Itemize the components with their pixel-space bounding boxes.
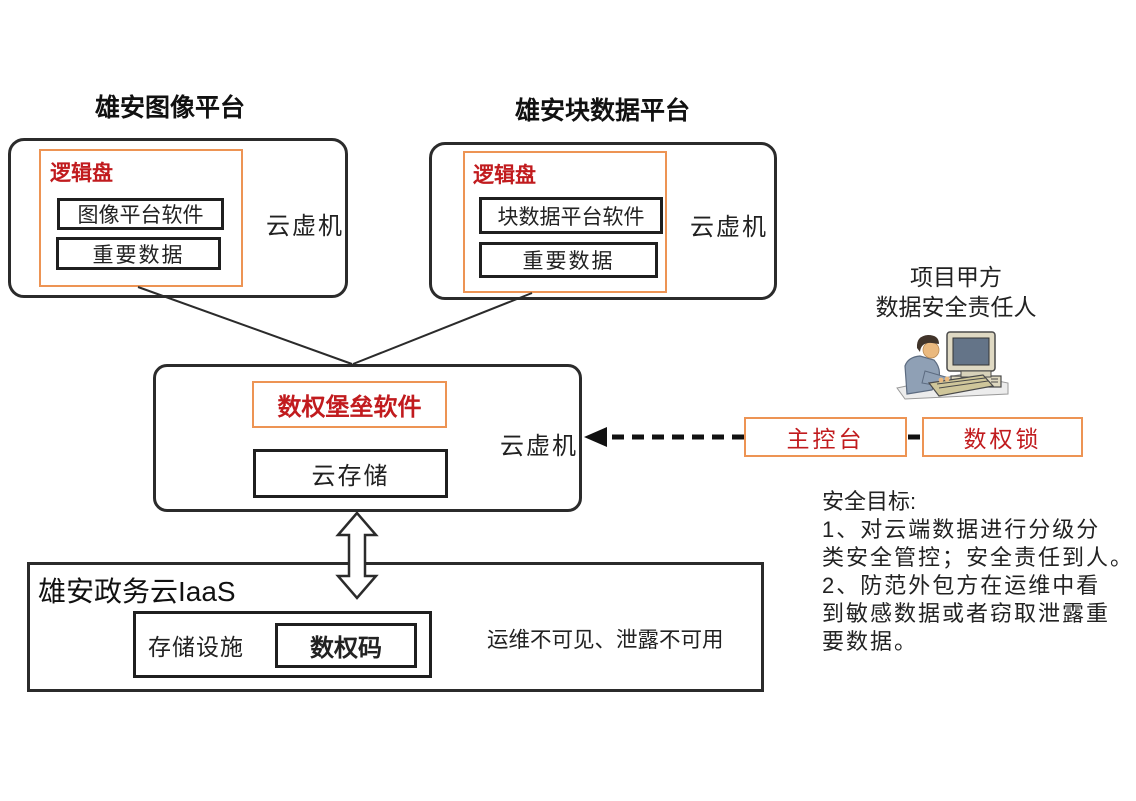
- security-goals-heading: 安全目标:: [822, 489, 917, 514]
- security-goals-line: 到敏感数据或者窃取泄露重: [822, 601, 1111, 626]
- line-platform1-to-bastion: [137, 286, 353, 365]
- platform1-software-label: 图像平台软件: [77, 204, 204, 227]
- arrowhead-left-icon: [584, 427, 607, 447]
- operator-computer-icon: [896, 331, 1009, 400]
- operator-line1: 项目甲方: [910, 264, 1002, 290]
- line-platform2-to-bastion: [352, 292, 533, 365]
- security-goals-line: 1、对云端数据进行分级分: [822, 517, 1101, 542]
- security-goals: 安全目标: 1、对云端数据进行分级分 类安全管控；安全责任到人。 2、防范外包方…: [822, 488, 1134, 656]
- platform2-logical-disk-label: 逻辑盘: [473, 164, 536, 187]
- cloud-storage-box: 云存储: [253, 449, 448, 498]
- security-goals-line: 要数据。: [822, 629, 919, 654]
- storage-facility-label: 存储设施: [148, 633, 244, 660]
- platform1-vm-label: 云虚机: [266, 213, 344, 240]
- bastion-software-label: 数权堡垒软件: [277, 394, 422, 421]
- security-goals-line: 2、防范外包方在运维中看: [822, 573, 1101, 598]
- operator-label: 项目甲方 数据安全责任人: [840, 262, 1072, 322]
- platform1-data-box: 重要数据: [56, 237, 221, 270]
- operator-line2: 数据安全责任人: [875, 294, 1037, 320]
- platform1-software-box: 图像平台软件: [57, 198, 224, 230]
- iaas-title: 雄安政务云IaaS: [38, 576, 236, 607]
- cloud-storage-label: 云存储: [311, 463, 390, 490]
- main-console-label: 主控台: [786, 426, 865, 452]
- iaas-note: 运维不可见、泄露不可用: [487, 628, 724, 652]
- main-console-box: 主控台: [744, 417, 907, 457]
- platform2-vm-label: 云虚机: [690, 214, 768, 241]
- bastion-software-box: 数权堡垒软件: [252, 381, 447, 428]
- platform2-software-label: 块数据平台软件: [497, 205, 645, 229]
- security-goals-line: 类安全管控；安全责任到人。: [822, 545, 1135, 570]
- data-rights-code-label: 数权码: [310, 635, 382, 662]
- platform1-data-label: 重要数据: [92, 243, 185, 267]
- platform2-data-box: 重要数据: [479, 242, 658, 278]
- platform2-data-label: 重要数据: [522, 250, 615, 273]
- platform1-title: 雄安图像平台: [95, 94, 246, 122]
- platform2-title: 雄安块数据平台: [515, 97, 691, 125]
- data-rights-lock-label: 数权锁: [963, 426, 1042, 452]
- data-rights-lock-box: 数权锁: [922, 417, 1083, 457]
- bastion-vm-label: 云虚机: [500, 433, 578, 460]
- data-rights-code-box: 数权码: [275, 623, 417, 668]
- platform1-logical-disk-label: 逻辑盘: [50, 162, 113, 185]
- platform2-software-box: 块数据平台软件: [479, 197, 663, 234]
